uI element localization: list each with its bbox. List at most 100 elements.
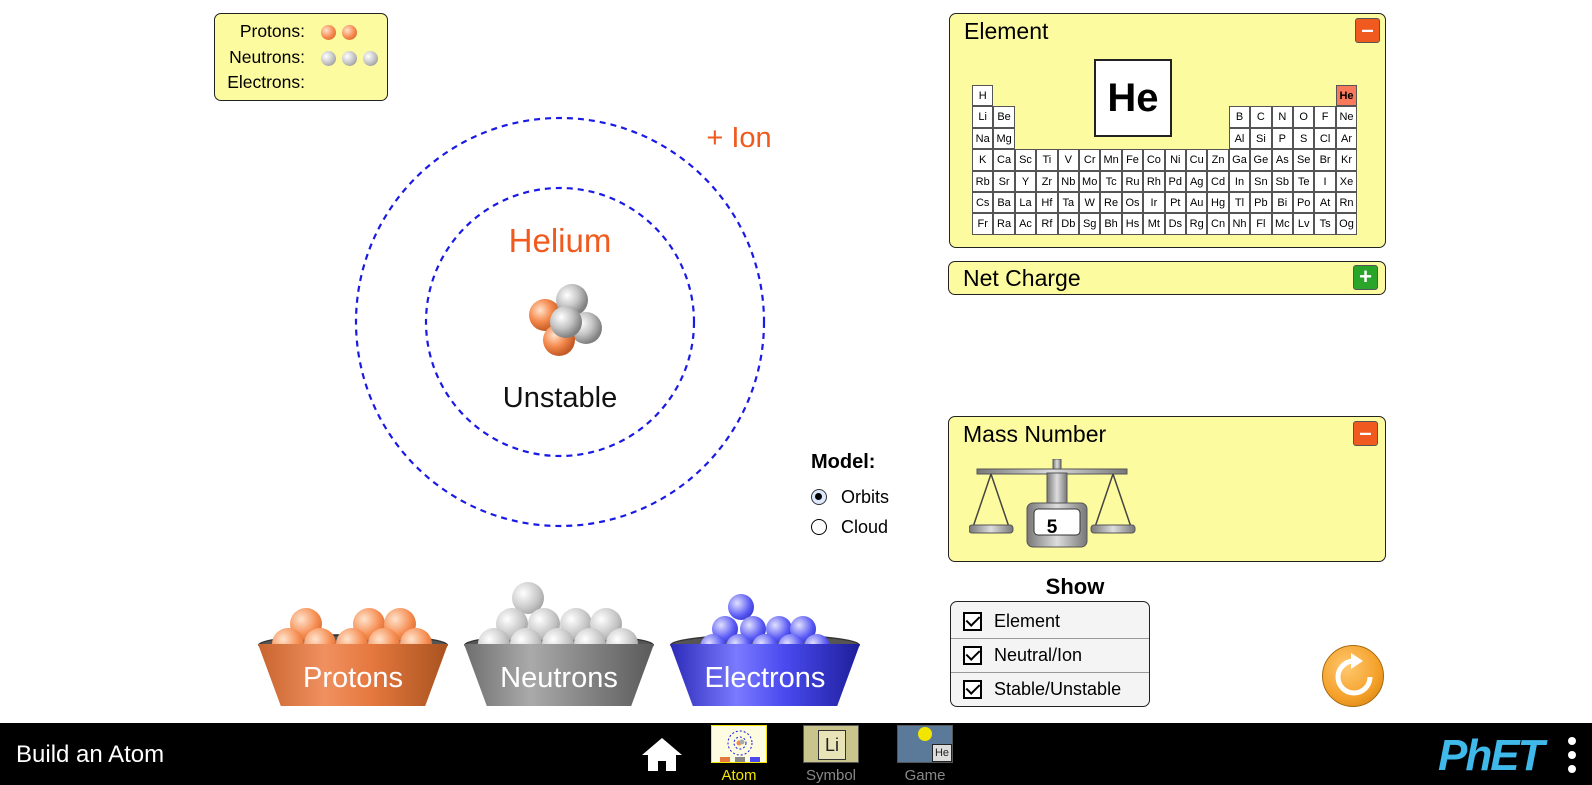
periodic-cell-ti[interactable]: Ti xyxy=(1036,149,1058,171)
periodic-cell-rf[interactable]: Rf xyxy=(1036,213,1058,235)
tab-symbol[interactable]: Li Symbol xyxy=(802,725,862,785)
periodic-cell-b[interactable]: B xyxy=(1228,106,1251,128)
model-option-cloud[interactable]: Cloud xyxy=(811,514,888,540)
periodic-cell-mc[interactable]: Mc xyxy=(1271,213,1293,235)
show-stable-unstable-toggle[interactable]: Stable/Unstable xyxy=(951,672,1149,706)
periodic-cell-nh[interactable]: Nh xyxy=(1228,213,1251,235)
periodic-cell-mg[interactable]: Mg xyxy=(993,127,1015,150)
periodic-cell-hg[interactable]: Hg xyxy=(1207,192,1229,214)
model-option-orbits[interactable]: Orbits xyxy=(811,484,889,510)
periodic-cell-h[interactable]: H xyxy=(972,85,994,107)
periodic-cell-la[interactable]: La xyxy=(1014,192,1037,214)
periodic-cell-cn[interactable]: Cn xyxy=(1207,213,1229,235)
periodic-cell-ge[interactable]: Ge xyxy=(1250,149,1272,171)
periodic-cell-mn[interactable]: Mn xyxy=(1100,149,1122,171)
periodic-cell-rn[interactable]: Rn xyxy=(1335,192,1358,214)
periodic-cell-br[interactable]: Br xyxy=(1314,149,1336,171)
periodic-cell-he[interactable]: He xyxy=(1335,85,1358,107)
periodic-cell-sr[interactable]: Sr xyxy=(993,170,1015,192)
periodic-cell-ca[interactable]: Ca xyxy=(993,149,1015,171)
periodic-cell-at[interactable]: At xyxy=(1314,192,1336,214)
periodic-cell-rh[interactable]: Rh xyxy=(1143,170,1165,192)
periodic-cell-pt[interactable]: Pt xyxy=(1164,192,1186,214)
periodic-cell-re[interactable]: Re xyxy=(1100,192,1122,214)
periodic-cell-li[interactable]: Li xyxy=(972,106,994,128)
periodic-cell-ar[interactable]: Ar xyxy=(1335,127,1358,150)
periodic-cell-mo[interactable]: Mo xyxy=(1079,170,1101,192)
periodic-cell-fe[interactable]: Fe xyxy=(1121,149,1144,171)
periodic-cell-bi[interactable]: Bi xyxy=(1271,192,1293,214)
periodic-cell-bh[interactable]: Bh xyxy=(1100,213,1122,235)
periodic-cell-be[interactable]: Be xyxy=(993,106,1015,128)
periodic-cell-n[interactable]: N xyxy=(1271,106,1293,128)
net-charge-expand-button[interactable]: + xyxy=(1353,265,1378,290)
cloud-radio[interactable] xyxy=(811,519,827,535)
periodic-cell-ds[interactable]: Ds xyxy=(1164,213,1186,235)
stable-unstable-checkbox[interactable] xyxy=(963,680,982,699)
periodic-cell-ra[interactable]: Ra xyxy=(993,213,1015,235)
periodic-cell-db[interactable]: Db xyxy=(1057,213,1079,235)
periodic-cell-lv[interactable]: Lv xyxy=(1293,213,1315,235)
periodic-cell-in[interactable]: In xyxy=(1228,170,1251,192)
periodic-cell-s[interactable]: S xyxy=(1293,127,1315,150)
periodic-cell-p[interactable]: P xyxy=(1271,127,1293,150)
periodic-cell-hf[interactable]: Hf xyxy=(1036,192,1058,214)
periodic-cell-na[interactable]: Na xyxy=(972,127,994,150)
periodic-cell-sc[interactable]: Sc xyxy=(1014,149,1037,171)
periodic-cell-ir[interactable]: Ir xyxy=(1143,192,1165,214)
periodic-cell-og[interactable]: Og xyxy=(1335,213,1358,235)
periodic-cell-pb[interactable]: Pb xyxy=(1250,192,1272,214)
periodic-cell-ts[interactable]: Ts xyxy=(1314,213,1336,235)
periodic-cell-se[interactable]: Se xyxy=(1293,149,1315,171)
neutrons-bucket[interactable]: Neutrons xyxy=(464,582,654,712)
periodic-cell-cl[interactable]: Cl xyxy=(1314,127,1336,150)
nucleus[interactable] xyxy=(529,284,602,356)
periodic-cell-sn[interactable]: Sn xyxy=(1250,170,1272,192)
periodic-cell-cs[interactable]: Cs xyxy=(972,192,994,214)
periodic-cell-hs[interactable]: Hs xyxy=(1121,213,1144,235)
periodic-cell-si[interactable]: Si xyxy=(1250,127,1272,150)
periodic-cell-as[interactable]: As xyxy=(1271,149,1293,171)
home-button[interactable] xyxy=(640,735,684,775)
periodic-cell-os[interactable]: Os xyxy=(1121,192,1144,214)
show-element-toggle[interactable]: Element xyxy=(951,604,1149,638)
periodic-cell-cu[interactable]: Cu xyxy=(1186,149,1208,171)
periodic-cell-zn[interactable]: Zn xyxy=(1207,149,1229,171)
periodic-cell-po[interactable]: Po xyxy=(1293,192,1315,214)
periodic-cell-zr[interactable]: Zr xyxy=(1036,170,1058,192)
protons-bucket[interactable]: Protons xyxy=(258,582,448,712)
periodic-cell-al[interactable]: Al xyxy=(1228,127,1251,150)
periodic-cell-rg[interactable]: Rg xyxy=(1186,213,1208,235)
element-checkbox[interactable] xyxy=(963,611,982,631)
periodic-cell-tc[interactable]: Tc xyxy=(1100,170,1122,192)
tab-atom[interactable]: Atom xyxy=(710,725,770,785)
periodic-cell-ac[interactable]: Ac xyxy=(1014,213,1037,235)
element-panel-collapse-button[interactable]: – xyxy=(1355,18,1380,43)
periodic-cell-pd[interactable]: Pd xyxy=(1164,170,1186,192)
periodic-cell-te[interactable]: Te xyxy=(1293,170,1315,192)
periodic-cell-ta[interactable]: Ta xyxy=(1057,192,1079,214)
orbits-radio[interactable] xyxy=(811,489,827,505)
show-neutral-ion-toggle[interactable]: Neutral/Ion xyxy=(951,638,1149,672)
periodic-cell-ru[interactable]: Ru xyxy=(1121,170,1144,192)
periodic-cell-au[interactable]: Au xyxy=(1186,192,1208,214)
periodic-cell-v[interactable]: V xyxy=(1057,149,1079,171)
periodic-cell-sg[interactable]: Sg xyxy=(1079,213,1101,235)
tab-game[interactable]: He Game xyxy=(896,725,956,785)
bucket-electron[interactable] xyxy=(728,594,754,620)
periodic-cell-ni[interactable]: Ni xyxy=(1164,149,1186,171)
periodic-cell-mt[interactable]: Mt xyxy=(1143,213,1165,235)
periodic-cell-w[interactable]: W xyxy=(1079,192,1101,214)
periodic-cell-o[interactable]: O xyxy=(1293,106,1315,128)
periodic-cell-ba[interactable]: Ba xyxy=(993,192,1015,214)
periodic-cell-co[interactable]: Co xyxy=(1143,149,1165,171)
periodic-cell-nb[interactable]: Nb xyxy=(1057,170,1079,192)
periodic-cell-k[interactable]: K xyxy=(972,149,994,171)
periodic-cell-sb[interactable]: Sb xyxy=(1271,170,1293,192)
reset-button[interactable] xyxy=(1322,645,1384,707)
periodic-cell-cr[interactable]: Cr xyxy=(1079,149,1101,171)
periodic-cell-kr[interactable]: Kr xyxy=(1335,149,1358,171)
periodic-cell-y[interactable]: Y xyxy=(1014,170,1037,192)
periodic-cell-f[interactable]: F xyxy=(1314,106,1336,128)
periodic-cell-i[interactable]: I xyxy=(1314,170,1336,192)
